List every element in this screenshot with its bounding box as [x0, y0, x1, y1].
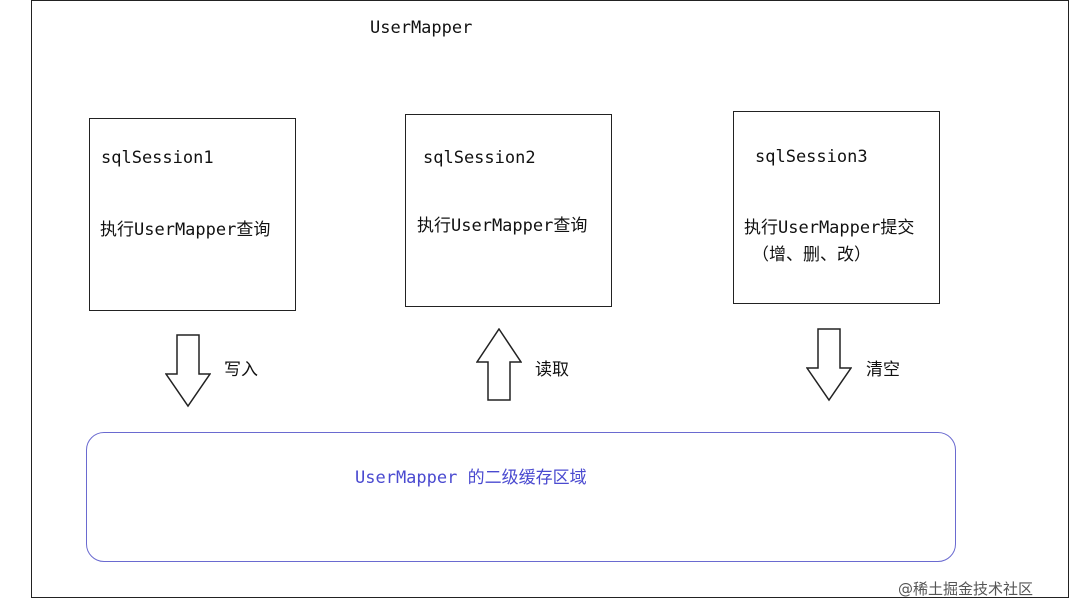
session-name: sqlSession3	[755, 147, 868, 167]
session-action-detail: （增、删、改）	[752, 245, 871, 265]
session-action: 执行UserMapper提交	[744, 218, 915, 238]
session-name: sqlSession1	[101, 148, 214, 168]
session-name: sqlSession2	[423, 148, 536, 168]
read-label: 读取	[535, 360, 569, 380]
session-action: 执行UserMapper查询	[100, 220, 271, 240]
session-box-1: sqlSession1 执行UserMapper查询	[89, 118, 296, 311]
session-action: 执行UserMapper查询	[417, 216, 588, 236]
mapper-title: UserMapper	[370, 18, 473, 38]
second-level-cache-region: UserMapper 的二级缓存区域	[86, 432, 956, 562]
watermark: @稀土掘金技术社区	[898, 580, 1034, 598]
down-arrow-icon	[806, 328, 852, 402]
diagram-frame	[31, 0, 1069, 598]
write-label: 写入	[224, 360, 258, 380]
session-box-2: sqlSession2 执行UserMapper查询	[405, 114, 612, 307]
down-arrow-icon	[165, 334, 211, 408]
session-box-3: sqlSession3 执行UserMapper提交 （增、删、改）	[733, 111, 940, 304]
cache-label: UserMapper 的二级缓存区域	[355, 468, 587, 488]
clear-label: 清空	[866, 360, 900, 380]
up-arrow-icon	[476, 328, 522, 401]
